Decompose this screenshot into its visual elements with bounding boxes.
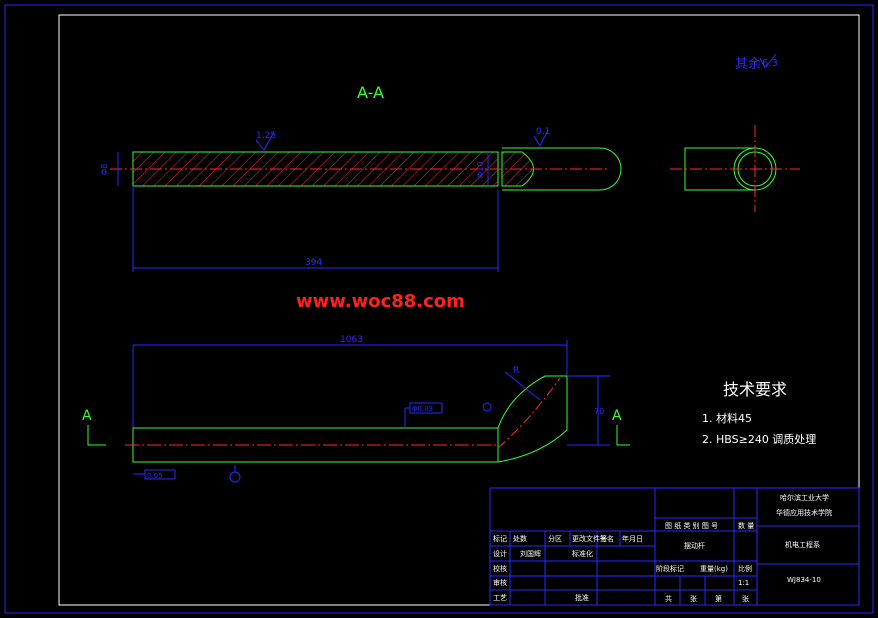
roughness-top-right: 0.1 xyxy=(536,127,550,137)
section-arrow-left: A xyxy=(82,408,92,424)
tol-box: Φ0.03 xyxy=(412,405,433,413)
tech-item-2: 2. HBS≥240 调质处理 xyxy=(702,433,816,446)
shaft-section-view: Φ8 Φ10 1.25 0.1 394 xyxy=(100,127,622,272)
zone: 分区 xyxy=(548,534,562,543)
bent-rod-view: 1063 R 70 Φ0.03 0.05 A A xyxy=(82,335,630,483)
tech-title: 技术要求 xyxy=(723,380,787,399)
sheet-of: 第 xyxy=(715,594,722,603)
drawing-border xyxy=(58,14,860,606)
radius-label: R xyxy=(513,366,519,376)
part-name: 摆动杆 xyxy=(684,541,705,550)
process: 工艺 xyxy=(493,594,507,602)
weight: 重量(kg) xyxy=(700,565,728,573)
sign: 签名 xyxy=(600,534,614,543)
school-line-1: 哈尔滨工业大学 xyxy=(780,493,829,502)
section-arrow-right: A xyxy=(612,408,622,424)
designer: 刘国辉 xyxy=(520,549,541,558)
height-dim: 70 xyxy=(594,407,604,416)
round-end xyxy=(502,147,622,191)
scale: 比例 xyxy=(738,564,752,573)
dia-left: Φ8 xyxy=(100,164,109,175)
mark: 标记 xyxy=(493,534,507,543)
outer-frame xyxy=(4,4,874,614)
review: 审核 xyxy=(493,578,507,587)
row-header-2: 数 量 xyxy=(738,521,754,530)
roughness-value: 6.3 xyxy=(762,58,778,69)
roughness-top-left: 1.25 xyxy=(256,131,276,141)
drawing-no: WJ834-10 xyxy=(787,576,821,584)
change-doc: 更改文件号 xyxy=(572,534,607,543)
standardize: 标准化 xyxy=(572,549,593,558)
dia-right: Φ10 xyxy=(476,162,485,178)
qty: 处数 xyxy=(513,534,527,543)
school-line-2: 华德应用技术学院 xyxy=(776,508,832,517)
tech-item-1: 1. 材料45 xyxy=(702,411,752,425)
check: 校核 xyxy=(493,564,507,573)
total: 共 xyxy=(665,594,672,603)
watermark: www.woc88.com xyxy=(296,291,465,312)
roughness-symbol xyxy=(759,53,777,69)
sheet: 张 xyxy=(690,594,697,603)
dept: 机电工程系 xyxy=(785,540,820,549)
design: 设计 xyxy=(493,549,507,558)
date: 年月日 xyxy=(622,534,643,543)
sheet-2: 张 xyxy=(742,594,749,603)
datum-box: 0.05 xyxy=(147,472,163,480)
scale-val: 1:1 xyxy=(738,579,749,587)
approve: 批准 xyxy=(575,593,589,602)
roughness-note: 其余 xyxy=(735,56,761,72)
len-main: 394 xyxy=(305,258,322,268)
stage: 阶段标记 xyxy=(656,564,684,573)
title-block xyxy=(489,487,860,606)
len-overall: 1063 xyxy=(340,335,363,345)
row-header: 图 纸 类 别 图 号 xyxy=(665,521,718,530)
section-label: A-A xyxy=(357,83,384,102)
end-view xyxy=(670,125,800,212)
